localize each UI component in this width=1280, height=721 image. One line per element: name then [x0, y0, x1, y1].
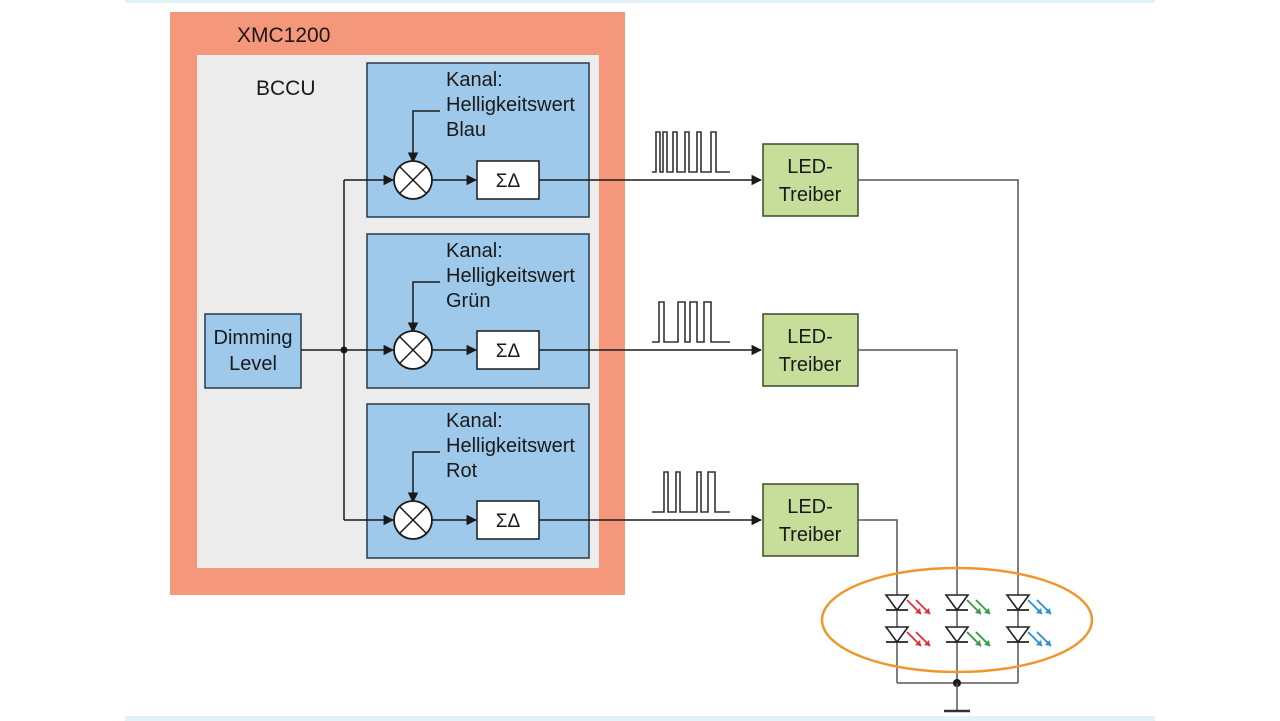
channel-label-line2: Helligkeitswert	[446, 435, 575, 457]
multiplier-cross-icon	[399, 506, 427, 534]
led-diode-icon	[1005, 626, 1052, 647]
dimming-level-block	[204, 313, 302, 389]
channel-label-line3: Rot	[446, 460, 478, 482]
driver-label-line1: LED-	[787, 156, 833, 178]
driver-output-wire	[858, 349, 958, 683]
multiplier-cross-icon	[399, 166, 427, 194]
top-frame-border	[125, 0, 1155, 3]
led-driver-box	[762, 143, 859, 217]
driver-label-line1: LED-	[787, 496, 833, 518]
led-driver-1: LED- Treiber	[762, 313, 958, 683]
driver-label-line2: Treiber	[779, 354, 842, 376]
pwm-waveform-icon	[652, 471, 730, 513]
driver-label-line1: LED-	[787, 326, 833, 348]
led-driver-0: LED- Treiber	[762, 143, 1019, 683]
channel-label-line1: Kanal:	[446, 240, 503, 262]
channel-label-line1: Kanal:	[446, 69, 503, 91]
chip-title: XMC1200	[237, 24, 330, 47]
channel-label-line3: Blau	[446, 119, 486, 141]
multiplier-cross-icon	[399, 336, 427, 364]
pwm-waveform-icon	[652, 301, 730, 343]
dimming-label-line1: Dimming	[214, 327, 293, 349]
channel-label-line3: Grün	[446, 290, 490, 312]
led-diode-icon	[944, 594, 991, 615]
pwm-waveform-icon	[652, 131, 730, 173]
led-driver-2: LED- Treiber	[762, 483, 898, 683]
sigma-delta-modulator	[476, 330, 540, 370]
led-diode-icon	[1005, 594, 1052, 615]
brightness-input-arrow	[407, 110, 440, 164]
led-diode-icon	[884, 626, 931, 647]
driver-output-wire	[858, 179, 1019, 683]
bccu-title: BCCU	[256, 77, 316, 100]
bottom-frame-border	[125, 716, 1155, 721]
led-diode-icon	[944, 626, 991, 647]
sigma-delta-label: ΣΔ	[496, 171, 521, 192]
brightness-input-arrow	[407, 281, 440, 334]
sigma-delta-label: ΣΔ	[496, 511, 521, 532]
driver-label-line2: Treiber	[779, 184, 842, 206]
led-diode-icon	[884, 594, 931, 615]
dimming-label-line2: Level	[229, 353, 277, 375]
led-driver-box	[762, 313, 859, 387]
sigma-delta-modulator	[476, 500, 540, 540]
brightness-input-arrow	[407, 451, 440, 504]
led-array-outline	[820, 566, 1094, 674]
sigma-delta-label: ΣΔ	[496, 341, 521, 362]
channel-label-line1: Kanal:	[446, 410, 503, 432]
driver-label-line2: Treiber	[779, 524, 842, 546]
channel-label-line2: Helligkeitswert	[446, 265, 575, 287]
channel-label-line2: Helligkeitswert	[446, 94, 575, 116]
